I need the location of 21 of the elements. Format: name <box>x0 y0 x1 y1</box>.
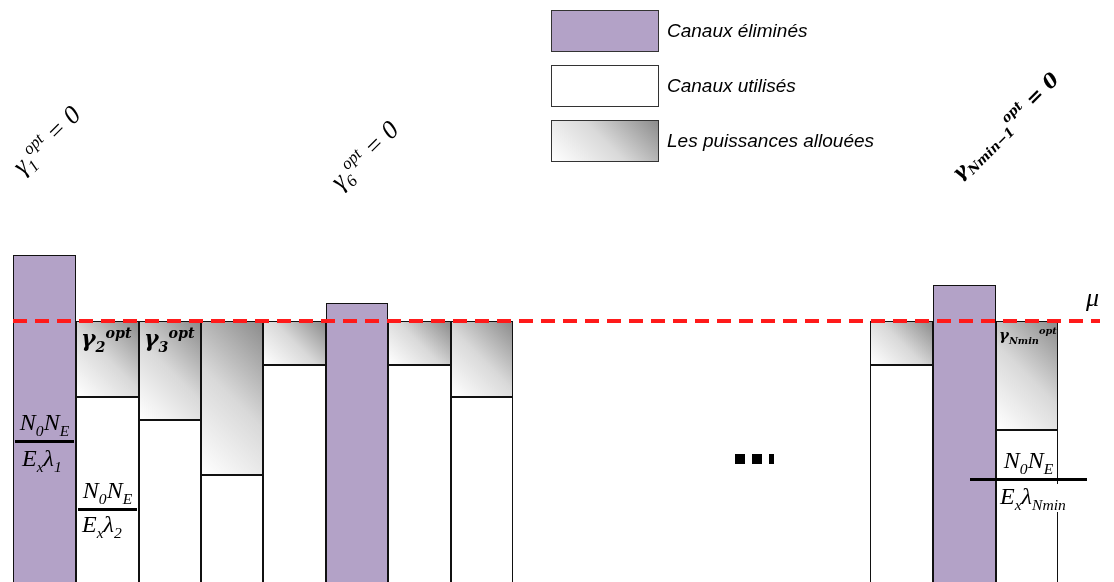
legend-label: Les puissances allouées <box>667 130 875 152</box>
eliminated-channel-bar <box>13 255 76 582</box>
allocated-power-block <box>263 321 326 365</box>
water-level-label: μ <box>1086 285 1100 311</box>
legend-label: Canaux utilisés <box>667 75 796 97</box>
allocated-power-block <box>139 321 201 420</box>
allocated-power-block <box>451 321 513 397</box>
eliminated-channel-bar <box>933 285 996 582</box>
fraction-numerator: N$_{0}$N$_{E}$ <box>78 478 137 512</box>
fraction-denominator: E$_{x}$λ$_{Nmin}$ <box>1000 484 1066 513</box>
legend-label: Canaux éliminés <box>667 20 808 42</box>
allocated-power-block <box>996 321 1058 430</box>
allocated-power-block <box>388 321 451 365</box>
eliminated-channel-bar <box>326 303 388 582</box>
fraction-denominator: E$_{x}$λ$_{1}$ <box>22 446 62 475</box>
allocated-power-block <box>870 321 933 365</box>
allocated-power-block <box>201 321 263 475</box>
allocated-power-block <box>76 321 139 397</box>
fraction-denominator: E$_{x}$λ$_{2}$ <box>82 512 122 541</box>
fraction-numerator: N$_{0}$N$_{E}$ <box>970 448 1087 482</box>
fraction-numerator: N$_{0}$N$_{E}$ <box>15 410 74 444</box>
